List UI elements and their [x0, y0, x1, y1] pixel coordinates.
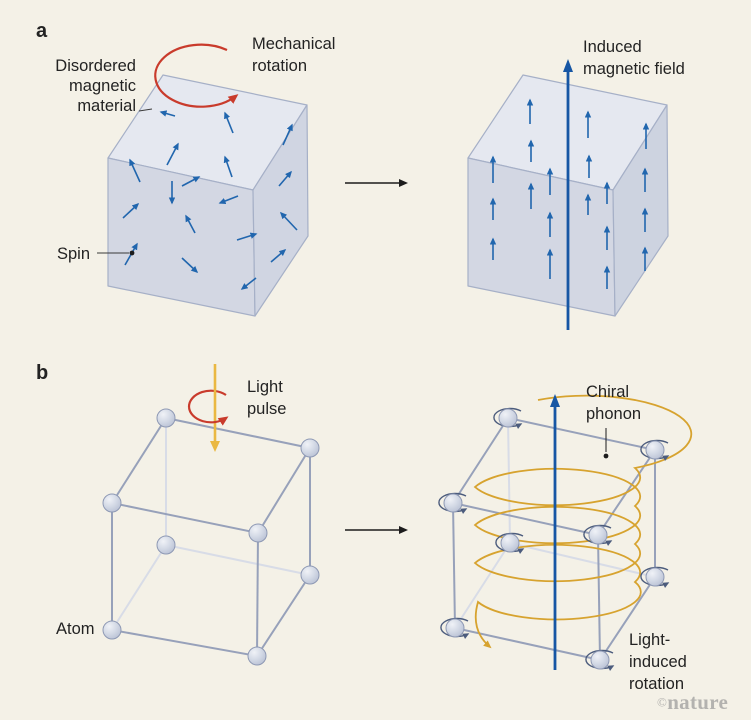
panel-b-letter: b [36, 362, 49, 384]
spin-label: Spin [57, 245, 91, 263]
atom-label: Atom [56, 620, 95, 638]
induced-field-label: Induced magnetic field [583, 38, 685, 78]
disordered-material-label: Disordered magnetic material [55, 57, 136, 115]
light-rotation-arrow-back [187, 389, 227, 408]
disordered-spin-arrows [122, 110, 298, 290]
nature-credit-name: nature [667, 690, 729, 714]
mechanical-rotation-arrow [154, 43, 239, 108]
nature-credit: ©nature [657, 690, 728, 715]
light-induced-rotation-label: Light- induced rotation [629, 631, 687, 693]
chiral-phonon-label: Chiral phonon [586, 383, 642, 423]
spin-label-pointer [97, 250, 135, 256]
disordered-magnet-cube [107, 74, 309, 317]
lattice-right-hidden-edges [454, 417, 656, 629]
light-rotation-arrow-front [187, 406, 229, 426]
panel-a-letter: a [36, 20, 48, 42]
lattice-left-edges [111, 417, 311, 657]
copyright-icon: © [657, 694, 668, 710]
aligned-spin-arrows [489, 98, 650, 289]
chiral-phonon-spiral [473, 394, 693, 649]
lattice-left-atoms [102, 408, 320, 666]
lattice-right-atoms [443, 408, 665, 670]
phonon-label-pointer [603, 428, 609, 459]
material-label-pointer [138, 108, 153, 112]
light-pulse-label: Light pulse [247, 378, 287, 418]
mechanical-rotation-label: Mechanical rotation [252, 35, 336, 75]
lattice-left-hidden-edges [111, 418, 311, 631]
